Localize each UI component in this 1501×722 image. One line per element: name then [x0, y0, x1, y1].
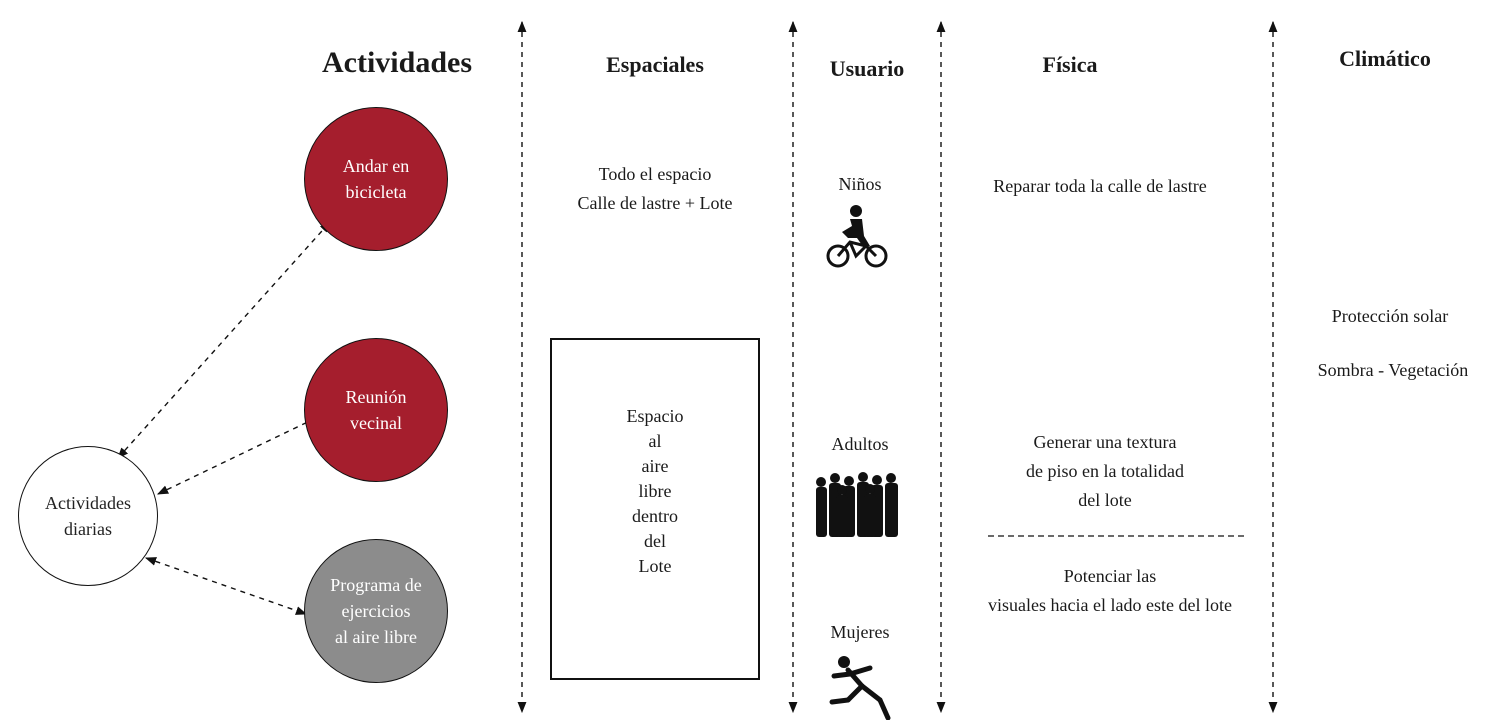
activity-label-line1: Programa de — [330, 575, 422, 595]
header-espaciales: Espaciales — [606, 52, 704, 77]
connector-arrow-1 — [117, 221, 331, 459]
climatico-line1: Protección solar — [1331, 306, 1449, 326]
header-fisica: Física — [1042, 52, 1098, 77]
hub-label-line1: Actividades — [45, 493, 131, 513]
fisica-item-2-line1: Generar una textura — [1033, 432, 1177, 452]
fisica-item-3-line2: visuales hacia el lado este del lote — [988, 595, 1232, 615]
climatico-line2: Sombra - Vegetación — [1317, 360, 1469, 380]
activity-circle-bicicleta: Andar en bicicleta — [304, 107, 448, 251]
box-line: libre — [638, 481, 672, 501]
crowd-icon — [816, 472, 898, 537]
espaciales-top-line1: Todo el espacio — [598, 164, 712, 184]
runner-icon — [829, 656, 891, 720]
box-line: Espacio — [626, 406, 684, 426]
activity-circle-ejercicios: Programa de ejercicios al aire libre — [304, 539, 448, 683]
box-line: del — [644, 531, 666, 551]
header-actividades: Actividades — [322, 46, 472, 79]
fisica-item-2-line3: del lote — [1078, 490, 1132, 510]
activity-label-line3: al aire libre — [335, 627, 417, 647]
connector-arrow-2 — [156, 417, 318, 495]
espaciales-box: Espacio al aire libre dentro del Lote — [550, 338, 760, 680]
fisica-item-3-line1: Potenciar las — [1063, 566, 1157, 586]
box-line: aire — [641, 456, 669, 476]
child-cyclist-icon — [826, 205, 888, 268]
hub-circle-actividades-diarias: Actividades diarias — [18, 446, 158, 586]
activity-label-line2: vecinal — [350, 413, 402, 433]
fisica-item-1: Reparar toda la calle de lastre — [993, 176, 1207, 196]
activity-label-line2: bicicleta — [345, 182, 407, 202]
box-line: al — [648, 431, 662, 451]
activity-label-line1: Andar en — [342, 156, 410, 176]
espaciales-top-line2: Calle de lastre + Lote — [577, 193, 733, 213]
activity-circle-reunion: Reunión vecinal — [304, 338, 448, 482]
hub-label-line2: diarias — [64, 519, 112, 539]
connector-arrow-3 — [144, 557, 308, 615]
activity-label-line2: ejercicios — [341, 601, 411, 621]
header-usuario: Usuario — [829, 56, 905, 81]
box-line: Lote — [638, 556, 672, 576]
fisica-item-2-line2: de piso en la totalidad — [1026, 461, 1184, 481]
usuario-adultos: Adultos — [831, 434, 889, 454]
activity-label-line1: Reunión — [345, 387, 407, 407]
usuario-ninos: Niños — [838, 174, 882, 194]
box-line: dentro — [632, 506, 678, 526]
usuario-mujeres: Mujeres — [830, 622, 890, 642]
header-climatico: Climático — [1339, 46, 1431, 71]
